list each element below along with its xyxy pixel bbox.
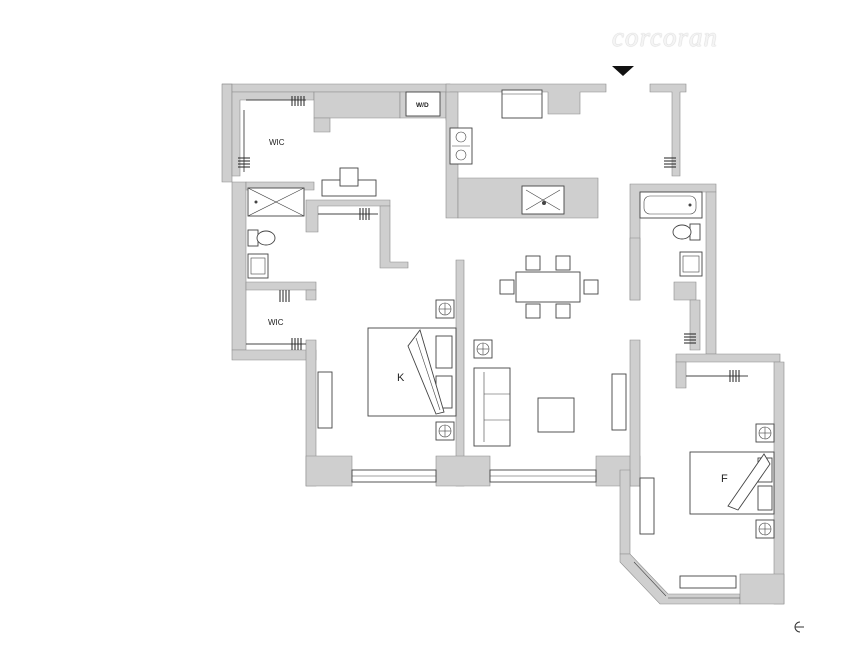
- living-east-upper: [629, 237, 641, 301]
- sofa: [473, 367, 511, 447]
- entry-arrow-icon: [612, 66, 634, 76]
- window-pier-mid: [435, 455, 491, 487]
- nightstand-k-top: [435, 299, 455, 319]
- dresser-k: [317, 371, 333, 429]
- coffee-table: [537, 397, 575, 433]
- bath-right-east: [705, 191, 717, 355]
- wall-east-upper: [649, 83, 687, 177]
- sink-left: [247, 253, 269, 279]
- nightstand-f-top: [755, 423, 775, 443]
- nightstand-k-bottom: [435, 421, 455, 441]
- compass-icon: [794, 621, 804, 633]
- refrigerator: [501, 89, 543, 119]
- closet-rods: [238, 96, 748, 382]
- bedroom-k: [317, 167, 457, 441]
- kitchen: [405, 89, 565, 215]
- bath-right: [639, 191, 703, 277]
- toilet-left: [247, 229, 276, 247]
- bedroom-f-label: F: [721, 473, 728, 485]
- bedroom-f-north: [675, 353, 781, 363]
- bench-f: [679, 575, 737, 589]
- sink-right: [679, 251, 703, 277]
- wall-west-bath: [231, 181, 247, 351]
- wall-top-mid: [313, 91, 401, 119]
- bedroom-f-se-corner: [739, 573, 785, 605]
- bedroom-k-label: K: [397, 372, 405, 384]
- living-east: [629, 339, 641, 487]
- bedroom-f-north-jog: [675, 361, 687, 389]
- bath-left-east: [305, 199, 391, 233]
- wic-lower-top: [245, 281, 317, 291]
- wic-lower-bottom: [231, 349, 317, 361]
- bedroom-k-sw-corner: [305, 455, 353, 487]
- wall-top-left: [222, 83, 451, 93]
- hall-wall: [379, 205, 409, 269]
- dining-table: [515, 271, 581, 303]
- bedroom-f-west: [619, 469, 631, 555]
- wic-label-bottom: WIC: [268, 318, 284, 327]
- wic-lower-jog: [305, 289, 317, 301]
- wic-label-top: WIC: [269, 138, 285, 147]
- lamp-living: [473, 339, 493, 359]
- washer-dryer: [405, 91, 441, 117]
- walls: [221, 83, 785, 605]
- wall-west-upper: [221, 83, 233, 183]
- bedroom-k-east: [455, 259, 465, 487]
- bath-right-jog: [673, 281, 697, 301]
- toilet-right: [672, 223, 701, 241]
- bath-left: [247, 187, 305, 279]
- bedroom-f-east: [773, 361, 785, 605]
- bedroom-f: [639, 423, 775, 589]
- corcoran-watermark: corcoran: [612, 22, 718, 52]
- wall-top-mid-jog: [313, 117, 331, 133]
- dresser-f: [639, 477, 655, 535]
- nightstand-f-bottom: [755, 519, 775, 539]
- living-room: [473, 339, 627, 447]
- windows: [351, 469, 740, 599]
- media-console: [611, 373, 627, 431]
- washer-dryer-label: W/D: [416, 102, 429, 109]
- dining-set: [499, 255, 599, 319]
